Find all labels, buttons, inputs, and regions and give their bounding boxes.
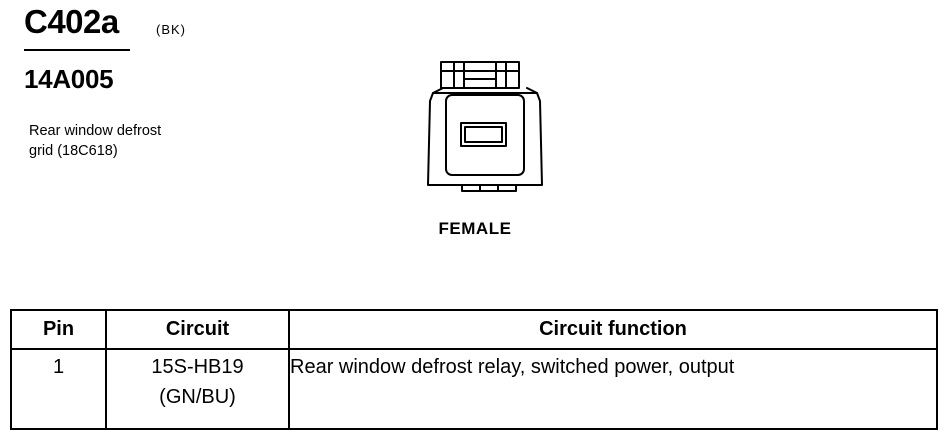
- pinout-table: Pin Circuit Circuit function 1 15S-HB19 …: [10, 309, 938, 430]
- part-number: 14A005: [24, 64, 114, 94]
- wire-color: (GN/BU): [159, 386, 236, 408]
- description-line: Rear window defrost: [29, 123, 162, 139]
- connector-face-icon: [427, 61, 543, 192]
- column-header-circuit: Circuit: [105, 309, 290, 350]
- gender-label: FEMALE: [438, 219, 512, 238]
- color-code: (BK): [156, 22, 186, 37]
- title-rule: [24, 49, 130, 51]
- column-header-circuit-function: Circuit function: [288, 309, 938, 350]
- circuit-id: 15S-HB19: [151, 356, 244, 378]
- connector-id: C402a: [24, 3, 119, 40]
- description: Rear window defrost grid (18C618): [29, 121, 229, 161]
- column-header-pin: Pin: [10, 309, 107, 350]
- description-line: grid (18C618): [29, 143, 118, 159]
- circuit-cell: 15S-HB19 (GN/BU): [105, 348, 290, 430]
- table-row: 1 15S-HB19 (GN/BU) Rear window defrost r…: [10, 348, 938, 430]
- circuit-function: Rear window defrost relay, switched powe…: [288, 348, 938, 430]
- pin-number: 1: [10, 348, 107, 430]
- table-header-row: Pin Circuit Circuit function: [10, 309, 938, 350]
